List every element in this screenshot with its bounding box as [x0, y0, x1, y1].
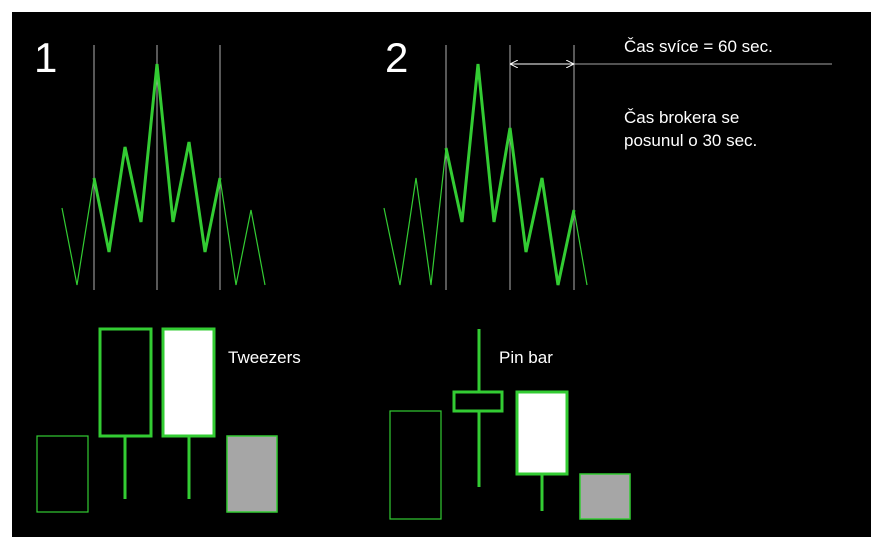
broker-shift-text-line-1: Čas brokera se	[624, 108, 739, 127]
pin-bar-label: Pin bar	[499, 348, 553, 367]
panel-1-candle-grey	[226, 435, 278, 513]
broker-shift-text-line-2: posunul o 30 sec.	[624, 131, 757, 150]
panel-1-candle-black	[98, 327, 153, 438]
panel-2-gridlines	[445, 45, 575, 290]
panel-2-candle-outline-thin	[389, 410, 442, 520]
panel-2-candle-white	[515, 390, 569, 476]
candle-time-text: Čas svíce = 60 sec.	[624, 37, 773, 56]
tweezers-label: Tweezers	[228, 348, 301, 367]
pin-bar-body	[452, 390, 504, 413]
panel-1-price-line-thin-right	[219, 177, 266, 286]
panel-1-candle-white	[161, 327, 216, 438]
panel-2-price-line-thin-right	[573, 209, 588, 286]
panel-2-price-line-thin-left	[383, 147, 447, 286]
panel-2-price-line	[444, 63, 576, 286]
panel-1-price-line	[92, 63, 222, 253]
panel-1-candle-outline-thin	[36, 435, 89, 513]
panel-1-price-line-thin-left	[61, 177, 95, 286]
panel-2-candle-grey	[579, 473, 631, 520]
panel-1-number: 1	[34, 34, 57, 81]
panel-1-gridlines	[93, 45, 221, 290]
panel-2-number: 2	[385, 34, 408, 81]
